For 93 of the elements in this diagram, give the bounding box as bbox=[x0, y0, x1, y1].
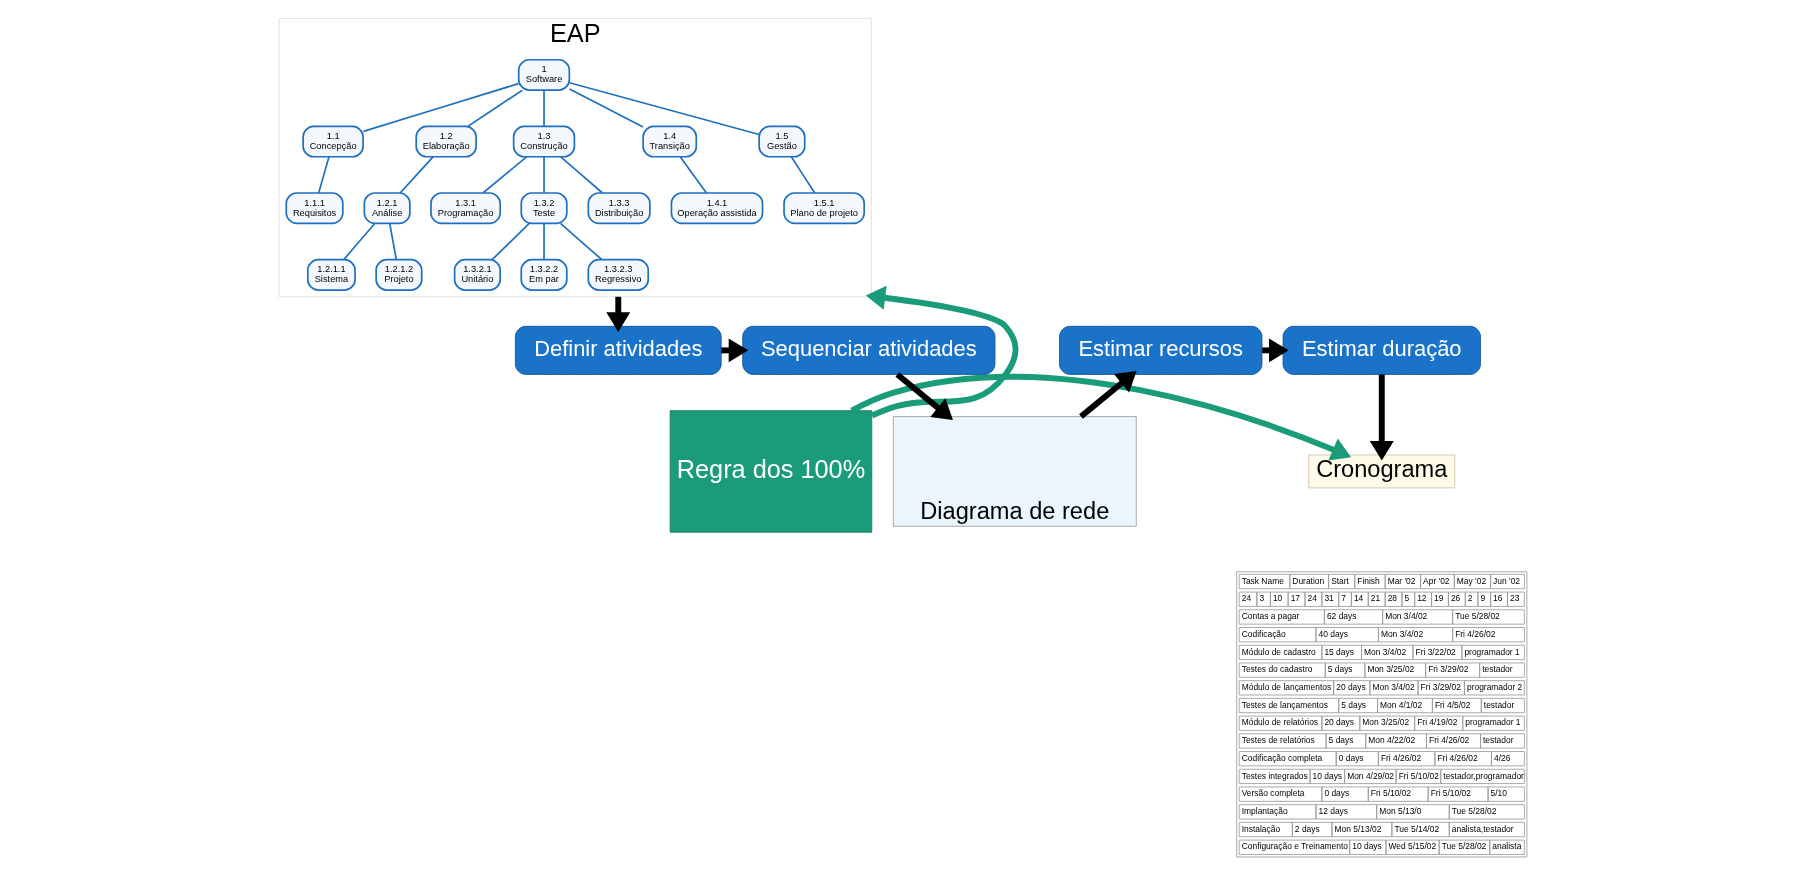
label: Módulo de cadastro bbox=[1241, 646, 1316, 657]
label: Codificação bbox=[1241, 628, 1286, 639]
label: 20 days bbox=[1324, 717, 1354, 728]
label: 15 days bbox=[1324, 646, 1354, 657]
label: Mon 3/4/02 bbox=[1364, 646, 1407, 657]
label: Fri 5/10/02 bbox=[1430, 788, 1471, 799]
label: Fri 3/29/02 bbox=[1420, 681, 1461, 692]
label: Configuração e Treinamento bbox=[1241, 841, 1349, 852]
label: Mar '02 bbox=[1387, 575, 1416, 586]
label: Fri 4/26/02 bbox=[1455, 628, 1496, 639]
label: Wed 5/15/02 bbox=[1388, 841, 1437, 852]
label: Testes de lançamentos bbox=[1241, 699, 1328, 710]
label: 40 days bbox=[1318, 628, 1348, 639]
label: Mon 4/1/02 bbox=[1380, 699, 1423, 710]
label: analista bbox=[1492, 841, 1522, 852]
label: 62 days bbox=[1326, 611, 1357, 622]
label: 23 bbox=[1510, 593, 1520, 604]
label: testador bbox=[1483, 735, 1514, 746]
label: Testes do cadastro bbox=[1241, 664, 1313, 675]
label: Implantação bbox=[1241, 805, 1288, 816]
label: Finish bbox=[1357, 575, 1380, 586]
label: Fri 4/26/02 bbox=[1429, 735, 1470, 746]
label: 5 days bbox=[1328, 735, 1354, 746]
label: Fri 4/26/02 bbox=[1437, 752, 1478, 763]
label: 28 bbox=[1387, 593, 1398, 604]
label: 14 bbox=[1353, 593, 1364, 604]
label: Instalação bbox=[1241, 823, 1281, 834]
label: 5 days bbox=[1327, 664, 1353, 675]
label: Tue 5/14/02 bbox=[1394, 823, 1440, 834]
label: 7 bbox=[1341, 593, 1346, 604]
label: Fri 5/10/02 bbox=[1398, 770, 1439, 781]
label: Fri 5/10/02 bbox=[1370, 788, 1412, 799]
label: 12 days bbox=[1318, 805, 1348, 816]
label: Fri 3/29/02 bbox=[1428, 664, 1469, 675]
label: 9 bbox=[1480, 593, 1486, 604]
label: 21 bbox=[1370, 593, 1381, 604]
label: 24 bbox=[1241, 593, 1252, 604]
label: programador 1 bbox=[1465, 717, 1521, 728]
label: Fri 3/22/02 bbox=[1415, 646, 1456, 657]
label: 0 days bbox=[1324, 788, 1350, 799]
label: Fri 4/26/02 bbox=[1380, 752, 1422, 763]
label: 24 bbox=[1307, 593, 1317, 604]
label: programador 2 bbox=[1466, 681, 1523, 692]
label: testador bbox=[1483, 699, 1515, 710]
label: Mon 5/13/02 bbox=[1334, 823, 1382, 834]
label: 3 bbox=[1259, 593, 1265, 604]
label: 26 bbox=[1450, 593, 1461, 604]
label: Mon 3/4/02 bbox=[1380, 628, 1424, 639]
label: 5 days bbox=[1341, 699, 1367, 710]
label: testador bbox=[1482, 664, 1513, 675]
label: 2 days bbox=[1294, 823, 1320, 834]
label: Duration bbox=[1292, 575, 1325, 586]
label: programador 1 bbox=[1464, 646, 1520, 657]
label: Módulo de lançamentos bbox=[1241, 681, 1332, 692]
label: 10 days bbox=[1312, 770, 1343, 781]
label: Task Name bbox=[1241, 575, 1284, 586]
label: Apr '02 bbox=[1423, 575, 1450, 586]
label: Testes integrados bbox=[1241, 770, 1308, 781]
label: Codificação completa bbox=[1241, 752, 1323, 763]
label: Fri 4/19/02 bbox=[1417, 717, 1458, 728]
label: 20 days bbox=[1336, 681, 1366, 692]
label: Mon 5/13/0 bbox=[1379, 805, 1422, 816]
label: 10 bbox=[1272, 593, 1283, 604]
label: Tue 5/28/02 bbox=[1455, 611, 1500, 622]
label: Tue 5/28/02 bbox=[1451, 805, 1497, 816]
label: 4/26 bbox=[1493, 752, 1511, 763]
label: 16 bbox=[1493, 593, 1503, 604]
label: Testes de relatórios bbox=[1241, 735, 1315, 746]
label: 0 days bbox=[1338, 752, 1364, 763]
label: 10 days bbox=[1352, 841, 1382, 852]
label: Jun '02 bbox=[1493, 575, 1521, 586]
label: 5 bbox=[1404, 593, 1410, 604]
label: 12 bbox=[1417, 593, 1427, 604]
label: May '02 bbox=[1456, 575, 1487, 586]
label: Fri 4/5/02 bbox=[1434, 699, 1471, 710]
label: Contas a pagar bbox=[1241, 611, 1300, 622]
label: Mon 3/4/02 bbox=[1372, 681, 1415, 692]
label: Módulo de relatórios bbox=[1241, 717, 1319, 728]
label: Mon 4/22/02 bbox=[1368, 735, 1416, 746]
label: 19 bbox=[1434, 593, 1444, 604]
label: Start bbox=[1331, 575, 1349, 586]
label: testador,programador bbox=[1443, 770, 1524, 781]
label: Mon 3/25/02 bbox=[1362, 717, 1410, 728]
label: Mon 3/4/02 bbox=[1385, 611, 1428, 622]
label: Tue 5/28/02 bbox=[1441, 841, 1487, 852]
label: 17 bbox=[1290, 593, 1301, 604]
label: Mon 4/29/02 bbox=[1347, 770, 1395, 781]
label: 31 bbox=[1324, 593, 1334, 604]
label: Mon 3/25/02 bbox=[1367, 664, 1415, 675]
label: analista,testador bbox=[1451, 823, 1514, 834]
label: Versão completa bbox=[1241, 788, 1305, 799]
label: 2 bbox=[1467, 593, 1473, 604]
label: 5/10 bbox=[1490, 788, 1508, 799]
